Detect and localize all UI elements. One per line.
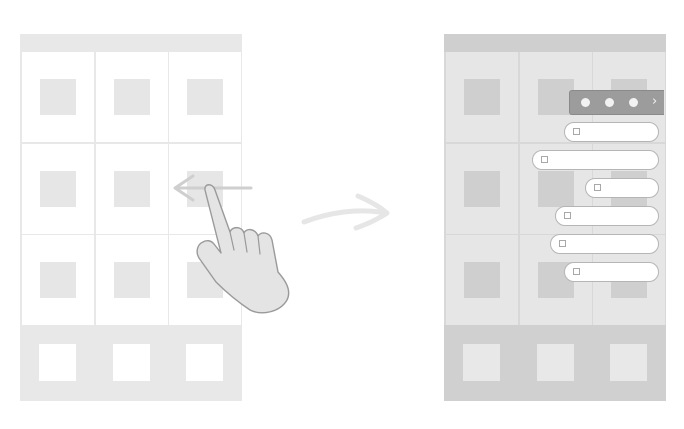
app-icon[interactable] [114,171,150,207]
menu-item[interactable] [550,234,659,254]
dock-icon[interactable] [39,344,76,381]
dock [20,325,242,401]
hand-pointer-icon [196,184,290,314]
menu-item[interactable] [585,178,659,198]
dock-icon[interactable] [463,344,500,381]
app-icon[interactable] [40,171,76,207]
app-cell[interactable] [169,52,241,142]
checkbox-icon[interactable] [573,128,580,135]
dock-icon[interactable] [610,344,647,381]
app-cell[interactable] [96,235,168,325]
checkbox-icon[interactable] [564,212,571,219]
app-icon[interactable] [114,79,150,115]
app-cell[interactable] [22,144,94,234]
app-cell[interactable] [96,144,168,234]
app-icon[interactable] [538,171,574,207]
app-cell[interactable] [96,52,168,142]
quick-action-dot[interactable] [581,98,590,107]
curved-right-arrow-icon [301,193,390,231]
quick-action-bar[interactable]: › [569,90,664,115]
app-cell[interactable] [22,52,94,142]
app-cell[interactable] [446,144,518,234]
menu-item[interactable] [564,122,659,142]
app-icon[interactable] [538,79,574,115]
app-icon[interactable] [464,262,500,298]
checkbox-icon[interactable] [559,240,566,247]
app-icon[interactable] [40,79,76,115]
app-icon[interactable] [114,262,150,298]
dock-icon[interactable] [186,344,223,381]
app-icon[interactable] [464,79,500,115]
checkbox-icon[interactable] [594,184,601,191]
app-icon[interactable] [187,79,223,115]
status-bar [444,34,666,52]
checkbox-icon[interactable] [541,156,548,163]
menu-item[interactable] [555,206,659,226]
app-icon[interactable] [40,262,76,298]
menu-item[interactable] [564,262,659,282]
app-cell[interactable] [446,52,518,142]
app-grid [22,52,241,325]
chevron-right-icon[interactable]: › [652,94,658,109]
app-cell[interactable] [22,235,94,325]
dock-icon[interactable] [113,344,150,381]
app-cell[interactable] [446,235,518,325]
phone-before [20,34,242,401]
quick-action-dot[interactable] [629,98,638,107]
dock-icon[interactable] [537,344,574,381]
menu-item[interactable] [532,150,659,170]
checkbox-icon[interactable] [573,268,580,275]
quick-action-dot[interactable] [605,98,614,107]
app-icon[interactable] [464,171,500,207]
status-bar [20,34,242,52]
dock [444,325,666,401]
